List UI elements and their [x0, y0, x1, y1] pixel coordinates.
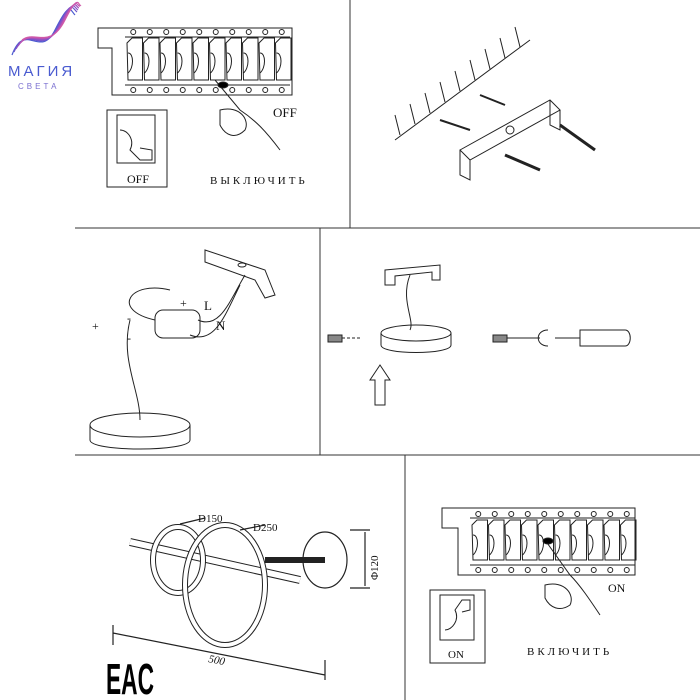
- terminal-screw-icon: [278, 87, 285, 93]
- terminal-screw-icon: [475, 567, 482, 573]
- terminal-screw-icon: [130, 87, 137, 93]
- base-diameter-dimension: Φ120: [369, 555, 381, 580]
- hand-icon: [542, 537, 601, 616]
- terminal-screw-icon: [278, 29, 285, 35]
- plus-label-1: +: [180, 296, 187, 310]
- terminal-screw-icon: [607, 511, 614, 517]
- product-dimensions: [112, 517, 370, 680]
- live-label: L: [204, 298, 212, 313]
- terminal-screw-icon: [541, 511, 548, 517]
- terminal-screw-icon: [590, 511, 597, 517]
- breaker-module: [471, 519, 488, 561]
- minus-label-2: -: [127, 331, 131, 345]
- breaker-module: [504, 519, 521, 561]
- terminal-screw-icon: [508, 511, 515, 517]
- breaker-module: [159, 37, 176, 81]
- terminal-screw-icon: [212, 29, 219, 35]
- terminal-screw-icon: [229, 87, 236, 93]
- terminal-screw-icon: [163, 87, 170, 93]
- length-dimension: 500: [207, 653, 226, 668]
- wall-bracket-mounting: [394, 26, 596, 181]
- terminal-screw-icon: [262, 29, 269, 35]
- off-callout-label: OFF: [273, 105, 297, 120]
- breaker-module: [586, 519, 604, 561]
- terminal-screw-icon: [196, 29, 203, 35]
- terminal-screw-icon: [557, 511, 564, 517]
- terminal-screw-icon: [524, 567, 531, 573]
- turn-on-caption: ВКЛЮЧИТЬ: [527, 646, 612, 658]
- terminal-screw-icon: [541, 567, 548, 573]
- breaker-module: [192, 37, 209, 81]
- breaker-module: [258, 37, 275, 81]
- terminal-screw-icon: [163, 29, 170, 35]
- logo-text-sub: СВЕТА: [18, 82, 59, 91]
- eac-certification-mark: EAC: [106, 655, 154, 700]
- terminal-screw-icon: [607, 567, 614, 573]
- breaker-module: [208, 37, 226, 81]
- terminal-screw-icon: [524, 511, 531, 517]
- breaker-module: [274, 37, 292, 81]
- single-switch-on: [429, 589, 486, 664]
- minus-label-1: -: [127, 311, 131, 325]
- breaker-module: [225, 37, 242, 81]
- on-switch-label: ON: [448, 649, 464, 661]
- breaker-module: [126, 37, 143, 81]
- breaker-module: [487, 519, 505, 561]
- brand-logo: [11, 1, 82, 56]
- terminal-screw-icon: [146, 29, 153, 35]
- breaker-module: [520, 519, 538, 561]
- terminal-screw-icon: [179, 87, 186, 93]
- breaker-panel-off: [97, 27, 293, 96]
- small-ring-dimension: D150: [198, 513, 223, 525]
- terminal-screw-icon: [229, 29, 236, 35]
- terminal-screw-icon: [623, 567, 630, 573]
- terminal-screw-icon: [574, 511, 581, 517]
- hand-icon: [214, 79, 281, 151]
- off-switch-label: OFF: [127, 172, 149, 186]
- breaker-module: [603, 519, 620, 561]
- breaker-module: [570, 519, 587, 561]
- breaker-module: [175, 37, 193, 81]
- terminal-screw-icon: [245, 29, 252, 35]
- terminal-screw-icon: [212, 87, 219, 93]
- terminal-screw-icon: [574, 567, 581, 573]
- terminal-screw-icon: [262, 87, 269, 93]
- breaker-panel-on: [441, 507, 637, 576]
- terminal-screw-icon: [623, 511, 630, 517]
- on-callout-label: ON: [608, 581, 626, 595]
- breaker-module: [241, 37, 259, 81]
- terminal-screw-icon: [590, 567, 597, 573]
- terminal-screw-icon: [508, 567, 515, 573]
- single-switch-off: [106, 109, 168, 188]
- breaker-module: [537, 519, 554, 561]
- terminal-screw-icon: [475, 511, 482, 517]
- terminal-screw-icon: [245, 87, 252, 93]
- terminal-screw-icon: [146, 87, 153, 93]
- large-ring-dimension: D250: [253, 522, 278, 534]
- panel-dividers: [75, 0, 700, 700]
- terminal-screw-icon: [179, 29, 186, 35]
- turn-off-caption: ВЫКЛЮЧИТЬ: [210, 175, 308, 187]
- breaker-module: [619, 519, 637, 561]
- neutral-label: N: [216, 318, 226, 333]
- terminal-screw-icon: [196, 87, 203, 93]
- breaker-module: [553, 519, 571, 561]
- terminal-screw-icon: [491, 511, 498, 517]
- assembly-diagram: [327, 264, 631, 406]
- terminal-screw-icon: [130, 29, 137, 35]
- plus-label-2: +: [92, 319, 99, 333]
- breaker-module: [142, 37, 160, 81]
- logo-text-main: МАГИЯ: [8, 63, 75, 80]
- terminal-screw-icon: [557, 567, 564, 573]
- terminal-screw-icon: [491, 567, 498, 573]
- wiring-diagram: [89, 249, 276, 450]
